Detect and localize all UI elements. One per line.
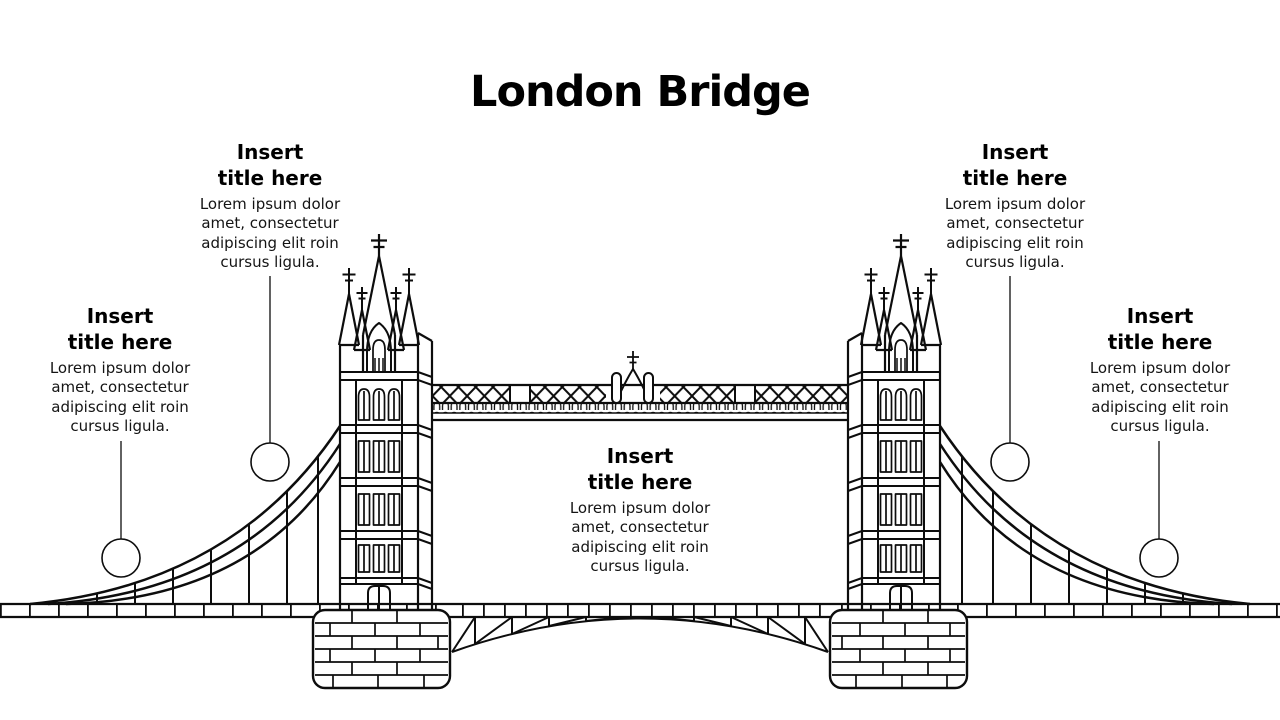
- cables-right: [938, 424, 1252, 606]
- callout-markers: [101, 276, 1179, 578]
- callout-center[interactable]: Insert title here Lorem ipsum dolor amet…: [530, 443, 750, 577]
- callout-title: Insert title here: [587, 444, 693, 494]
- roadway-deck: [0, 602, 1280, 619]
- callout-title: Insert title here: [1107, 304, 1213, 354]
- cables-left: [28, 424, 342, 606]
- tower-left: [311, 232, 452, 690]
- callout-top-right[interactable]: Insert title here Lorem ipsum dolor amet…: [905, 139, 1125, 273]
- callout-top-left[interactable]: Insert title here Lorem ipsum dolor amet…: [160, 139, 380, 273]
- marker-circle-top-left: [250, 442, 290, 482]
- callout-body: Lorem ipsum dolor amet, consectetur adip…: [199, 195, 341, 272]
- page-title: London Bridge: [470, 66, 811, 117]
- walkway-center-ornament: [611, 351, 654, 404]
- marker-circle-left: [101, 538, 141, 578]
- marker-circle-right: [1139, 538, 1179, 578]
- marker-circle-top-right: [990, 442, 1030, 482]
- callout-body: Lorem ipsum dolor amet, consectetur adip…: [49, 359, 191, 436]
- center-arch-truss: [451, 616, 829, 653]
- walkway: [432, 351, 848, 422]
- callout-body: Lorem ipsum dolor amet, consectetur adip…: [944, 195, 1086, 272]
- callout-title: Insert title here: [962, 140, 1068, 190]
- callout-left[interactable]: Insert title here Lorem ipsum dolor amet…: [10, 303, 230, 437]
- callout-title: Insert title here: [217, 140, 323, 190]
- callout-body: Lorem ipsum dolor amet, consectetur adip…: [569, 499, 711, 576]
- callout-title: Insert title here: [67, 304, 173, 354]
- callout-right[interactable]: Insert title here Lorem ipsum dolor amet…: [1050, 303, 1270, 437]
- callout-body: Lorem ipsum dolor amet, consectetur adip…: [1089, 359, 1231, 436]
- tower-right: [828, 232, 969, 690]
